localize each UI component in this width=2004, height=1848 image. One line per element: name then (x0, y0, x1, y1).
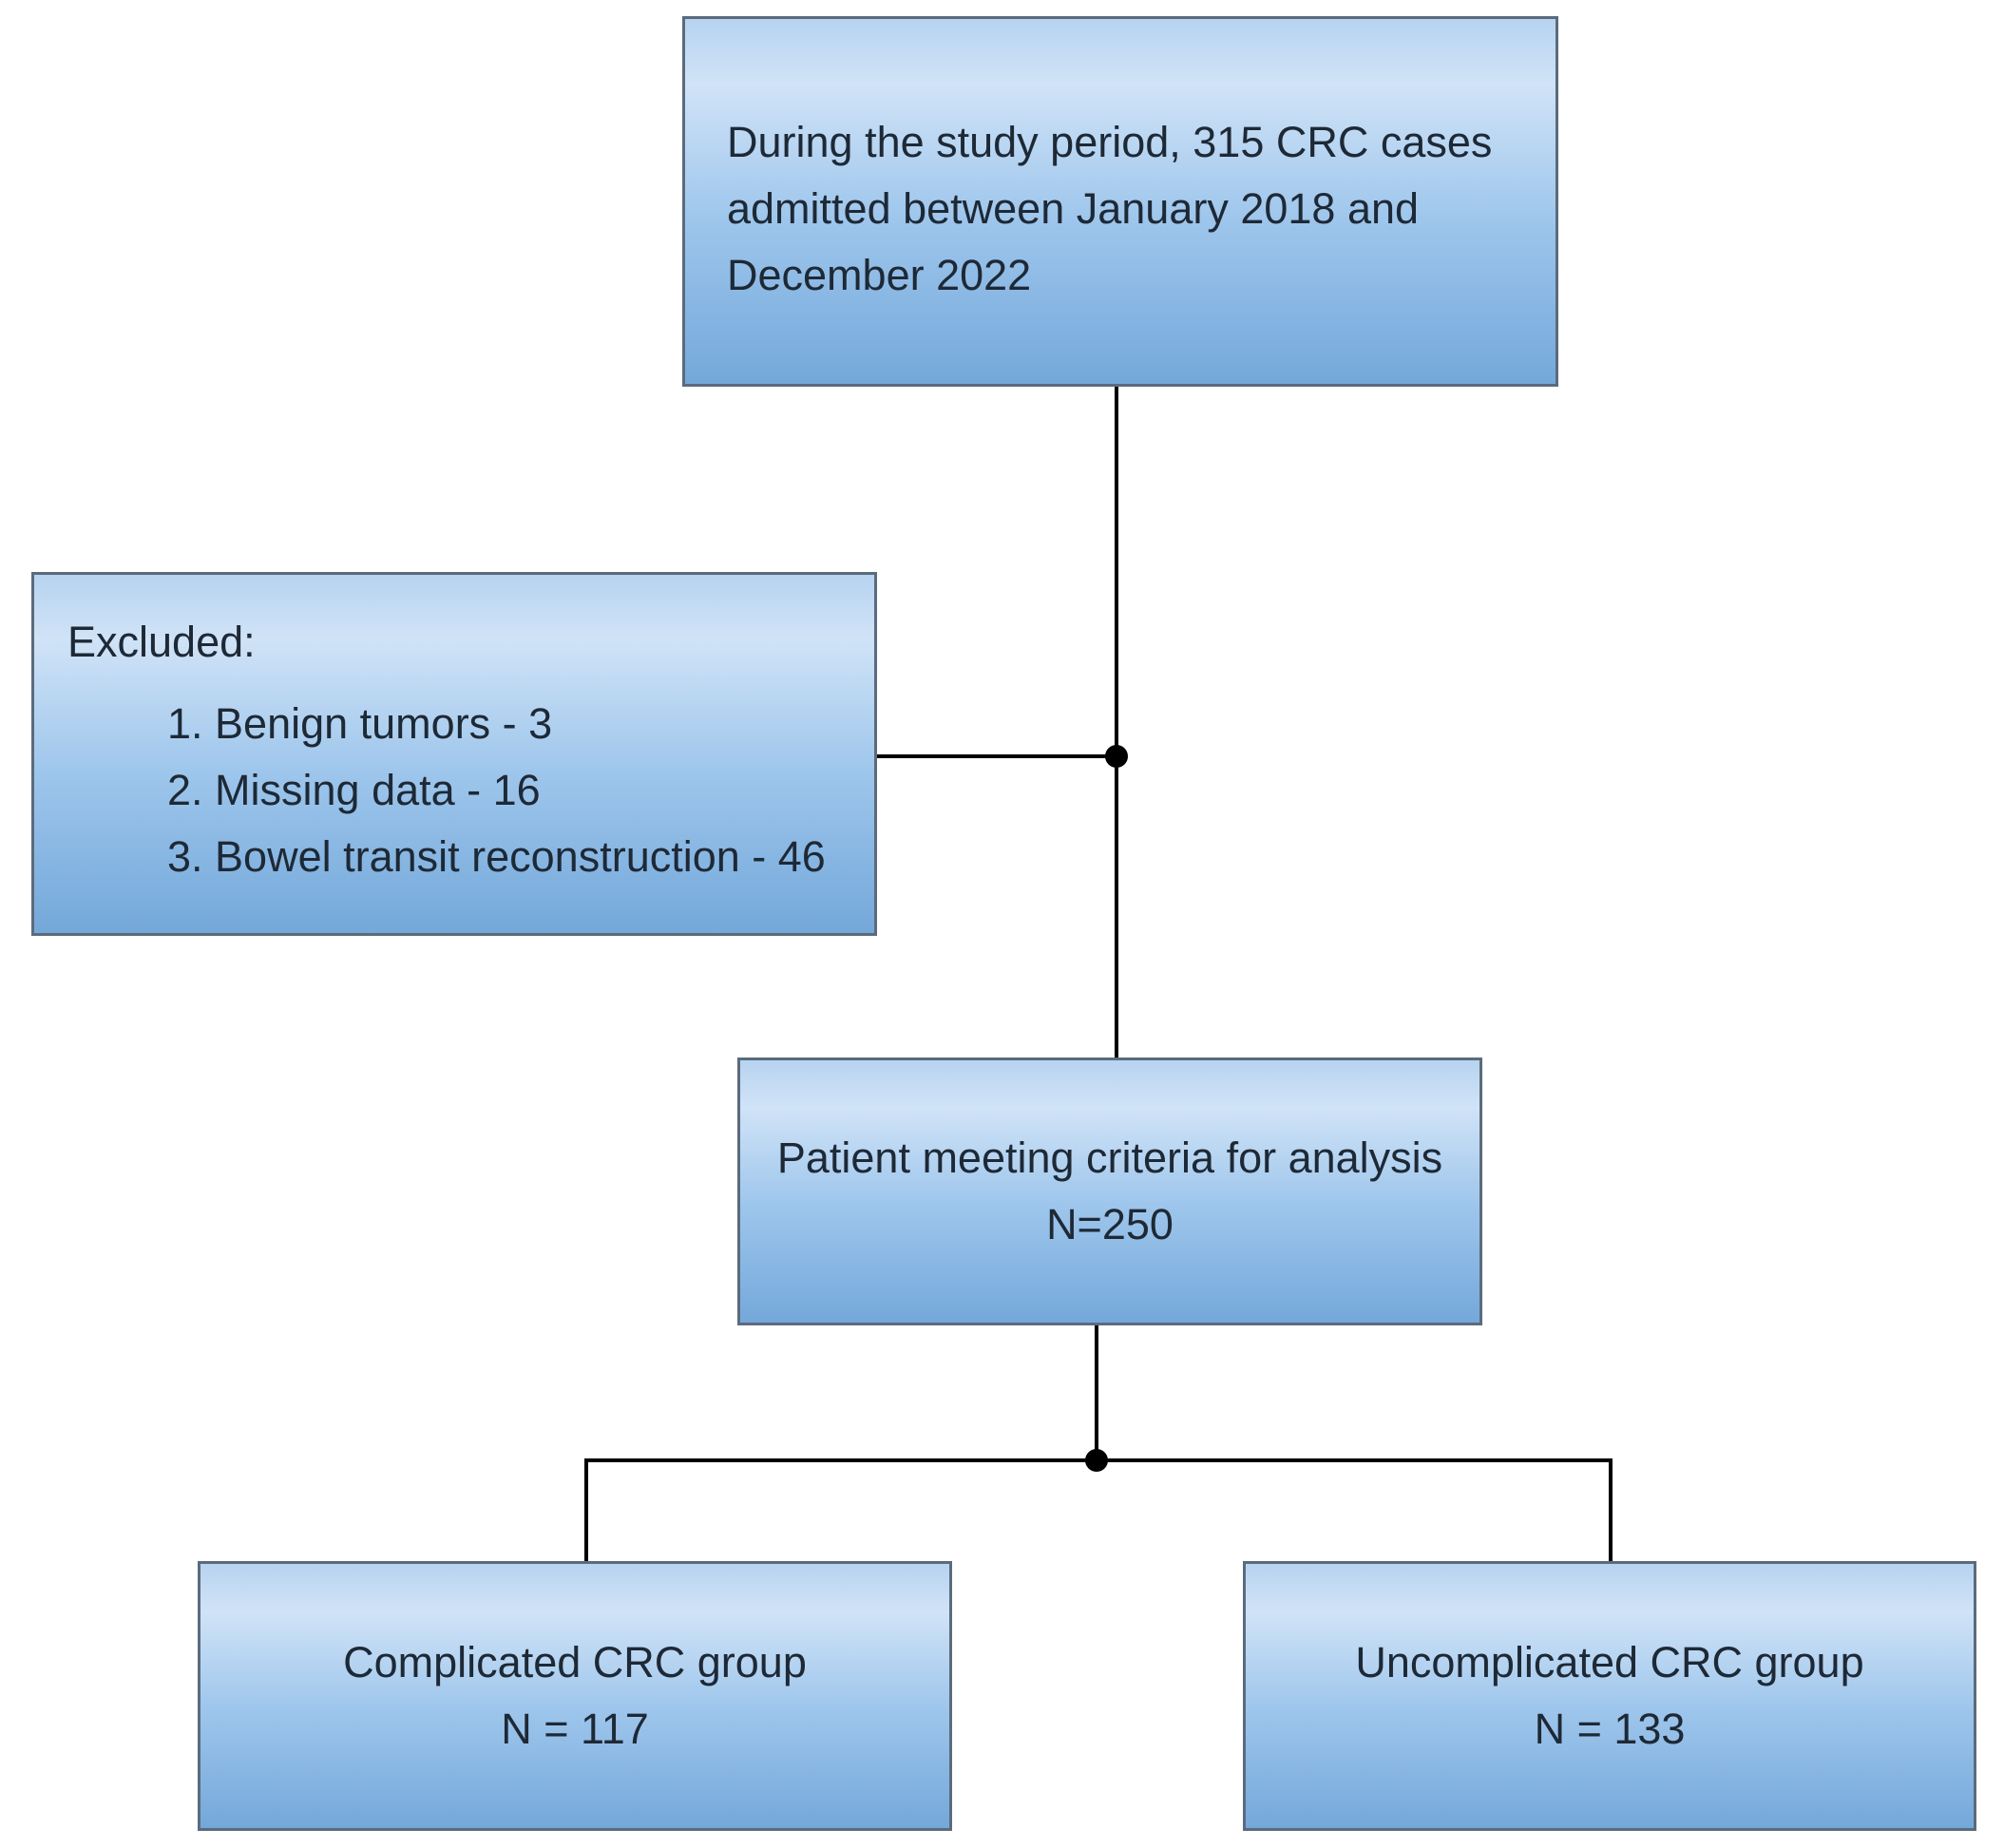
excluded-heading: Excluded: (67, 618, 256, 666)
complicated-count: N = 117 (501, 1705, 649, 1753)
excluded-item-3: 3. Bowel transit reconstruction - 46 (167, 832, 826, 881)
connector-excluded-branch (875, 754, 1117, 758)
admitted-line-1: During the study period, 315 CRC cases (727, 118, 1493, 166)
connector-drop-uncomplicated (1609, 1458, 1613, 1561)
excluded-item-2: 2. Missing data - 16 (167, 766, 541, 814)
excluded-item-1: 1. Benign tumors - 3 (167, 699, 553, 748)
junction-dot-upper (1105, 745, 1128, 768)
flow-node-uncomplicated-group: Uncomplicated CRC group N = 133 (1243, 1561, 1976, 1831)
flow-node-complicated-group: Complicated CRC group N = 117 (198, 1561, 952, 1831)
eligible-count: N=250 (1046, 1200, 1174, 1248)
excluded-list: 1. Benign tumors - 3 2. Missing data - 1… (167, 691, 846, 890)
eligible-line-1: Patient meeting criteria for analysis (776, 1134, 1443, 1182)
connector-drop-complicated (584, 1458, 588, 1561)
flow-node-eligible: Patient meeting criteria for analysis N=… (737, 1057, 1482, 1325)
uncomplicated-count: N = 133 (1534, 1705, 1686, 1753)
junction-dot-lower (1085, 1449, 1108, 1472)
connector-admitted-to-eligible (1115, 385, 1118, 1057)
admitted-line-3: December 2022 (727, 251, 1032, 299)
uncomplicated-line-1: Uncomplicated CRC group (1355, 1638, 1864, 1686)
admitted-line-2: admitted between January 2018 and (727, 184, 1420, 233)
flow-node-admitted-cases: During the study period, 315 CRC cases a… (682, 16, 1558, 387)
complicated-line-1: Complicated CRC group (343, 1638, 807, 1686)
flow-node-excluded: Excluded: 1. Benign tumors - 3 2. Missin… (31, 572, 877, 936)
connector-eligible-to-branch (1095, 1324, 1098, 1460)
